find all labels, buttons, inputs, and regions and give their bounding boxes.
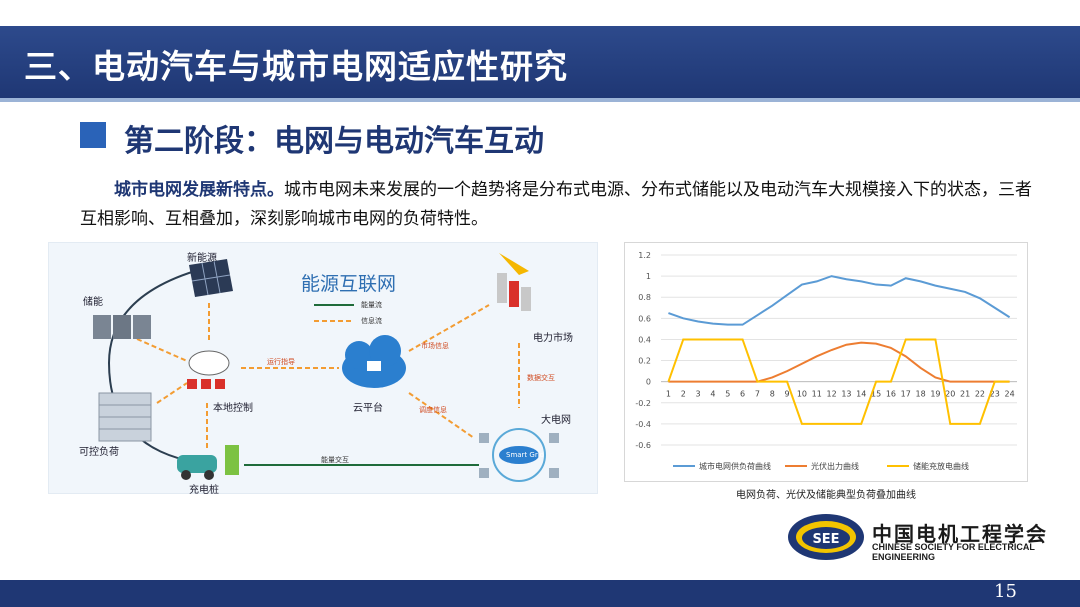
section-bullet-square <box>80 122 106 148</box>
label-smart-grid: Smart Grid <box>506 451 545 459</box>
x-tick-label: 18 <box>915 390 925 399</box>
label-controllable-load: 可控负荷 <box>79 447 119 458</box>
x-tick-label: 13 <box>841 390 851 399</box>
local-control-icon <box>187 350 230 389</box>
y-tick-label: 0.2 <box>638 357 651 366</box>
x-tick-label: 2 <box>681 390 686 399</box>
label-new-energy: 新能源 <box>187 253 217 264</box>
x-tick-label: 5 <box>725 390 730 399</box>
chart-caption: 电网负荷、光伏及储能典型负荷叠加曲线 <box>736 490 916 501</box>
x-tick-label: 9 <box>785 390 790 399</box>
series-line-1 <box>668 275 1011 326</box>
x-tick-label: 22 <box>975 390 985 399</box>
y-tick-label: 1 <box>646 272 651 281</box>
edge-label-dispatch-info: 调度信息 <box>419 406 447 414</box>
body-paragraph: 城市电网发展新特点。城市电网未来发展的一个趋势将是分布式电源、分布式储能以及电动… <box>80 176 1040 234</box>
label-charging-pile: 充电桩 <box>189 485 219 496</box>
x-tick-label: 3 <box>696 390 701 399</box>
label-big-grid: 大电网 <box>541 415 571 426</box>
header-bar <box>0 26 1080 98</box>
label-cloud-platform: 云平台 <box>353 403 383 414</box>
y-tick-label: -0.4 <box>635 420 651 429</box>
y-tick-label: 1.2 <box>638 251 651 260</box>
ev-charging-icon <box>177 445 239 480</box>
logo-emblem-text: SEE <box>812 532 839 547</box>
diagram-graphics <box>93 253 559 482</box>
edge-label-operation-guide: 运行指导 <box>267 358 295 366</box>
series-line-3 <box>667 338 1010 425</box>
x-tick-label: 17 <box>901 390 911 399</box>
legend-info-label: 信息流 <box>361 317 382 325</box>
x-tick-label: 10 <box>797 390 807 399</box>
info-flow-market <box>408 304 490 352</box>
x-tick-label: 16 <box>886 390 896 399</box>
legend-label-2: 光伏出力曲线 <box>811 461 859 471</box>
edge-label-energy-exchange: 能量交互 <box>321 456 349 464</box>
energy-flow-arc <box>107 266 210 462</box>
x-tick-label: 8 <box>770 390 775 399</box>
label-local-control: 本地控制 <box>213 403 253 414</box>
series-line-2 <box>668 341 1010 383</box>
legend-label-3: 储能充放电曲线 <box>913 461 969 471</box>
x-tick-label: 1 <box>666 390 671 399</box>
page-number: 15 <box>994 581 1017 602</box>
label-power-market: 电力市场 <box>533 333 573 344</box>
y-tick-label: -0.6 <box>635 441 651 450</box>
see-logo-emblem: SEE <box>788 514 864 560</box>
x-tick-label: 4 <box>710 390 715 399</box>
diagram-title: 能源互联网 <box>301 273 397 295</box>
y-tick-label: 0.8 <box>638 293 651 302</box>
x-tick-label: 23 <box>990 390 1000 399</box>
info-flow-dispatch <box>408 392 475 439</box>
big-grid-icon <box>479 428 559 482</box>
x-tick-label: 6 <box>740 390 745 399</box>
edge-label-data-exchange: 数据交互 <box>527 374 555 382</box>
cloud-platform-icon <box>342 335 406 388</box>
info-flow-storage <box>136 338 188 362</box>
logo-name-cn: 中国电机工程学会 <box>872 522 1048 546</box>
y-tick-label: 0.6 <box>638 314 651 323</box>
solar-panel-icon <box>189 259 233 297</box>
y-tick-label: 0.4 <box>638 335 651 344</box>
x-tick-label: 20 <box>945 390 955 399</box>
label-storage: 储能 <box>83 297 103 308</box>
header-accent-line <box>0 98 1080 102</box>
building-icon <box>98 392 152 442</box>
logo-name-en: CHINESE SOCIETY FOR ELECTRICAL ENGINEERI… <box>872 542 1035 562</box>
x-tick-label: 11 <box>812 390 822 399</box>
x-tick-label: 24 <box>1004 390 1014 399</box>
info-flow-load <box>156 382 188 404</box>
y-tick-label: -0.2 <box>635 399 651 408</box>
storage-battery-icon <box>93 315 151 339</box>
slide-title: 三、电动汽车与城市电网适应性研究 <box>24 47 568 86</box>
body-text: 城市电网未来发展的一个趋势将是分布式电源、分布式储能以及电动汽车大规模接入下的状… <box>80 180 1032 229</box>
power-market-icon <box>497 253 531 311</box>
footer-bar <box>0 580 1080 607</box>
x-tick-label: 14 <box>856 390 866 399</box>
x-tick-label: 21 <box>960 390 970 399</box>
body-lead: 城市电网发展新特点。 <box>114 180 284 200</box>
y-tick-label: 0 <box>646 378 651 387</box>
x-tick-label: 15 <box>871 390 881 399</box>
legend-label-1: 城市电网供负荷曲线 <box>699 461 771 471</box>
x-tick-label: 7 <box>755 390 760 399</box>
legend-energy-label: 能量流 <box>361 301 382 309</box>
x-tick-label: 12 <box>826 390 836 399</box>
energy-internet-diagram: 能源互联网 能量流 信息流 新能源 储能 可控负荷 充电桩 本地控制 云平台 电… <box>48 242 598 496</box>
edge-label-market-info: 市场信息 <box>421 342 449 350</box>
section-title: 第二阶段：电网与电动汽车互动 <box>124 124 544 159</box>
x-tick-label: 19 <box>930 390 940 399</box>
